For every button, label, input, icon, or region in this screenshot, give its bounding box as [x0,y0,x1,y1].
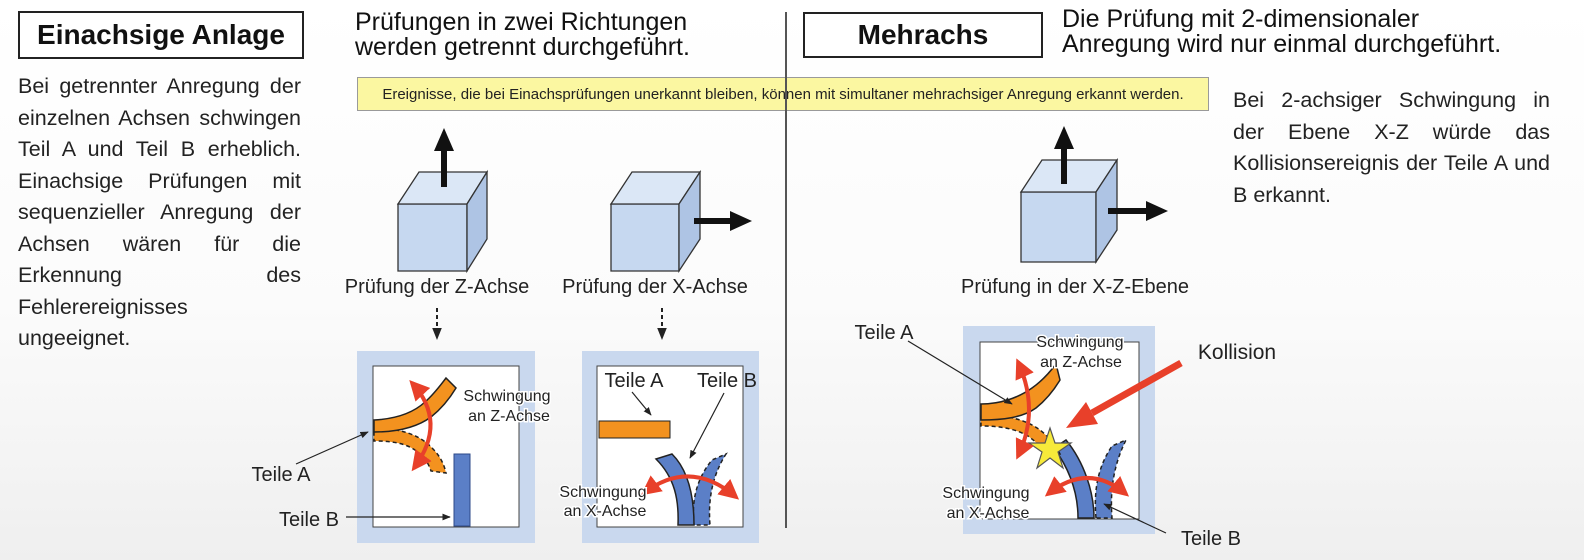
single-axis-heading: Prüfungen in zwei Richtungen werden getr… [355,10,690,60]
xz-panel-x-vibration-label-1: Schwingung [942,485,1029,502]
x-panel-vibration-label-2: an X-Achse [564,503,647,520]
xz-panel-part-a-label: Teile A [855,322,915,344]
z-axis-panel [295,351,535,543]
x-axis-panel [582,351,759,543]
x-panel-part-b-label: Teile B [697,370,757,392]
collision-star-icon [1027,426,1073,470]
multi-axis-heading-line-1: Die Prüfung mit 2-dimensionaler [1062,5,1420,33]
single-axis-heading-line-2: werden getrennt durchgeführt. [355,33,690,61]
z-panel-vibration-label-1: Schwingung [463,388,550,405]
x-test-label: Prüfung der X-Achse [562,276,748,298]
multi-axis-title: Mehrachs [857,19,989,50]
z-panel-part-b-label: Teile B [279,509,339,531]
z-panel-vibration-label-2: an Z-Achse [468,408,550,425]
xz-panel-z-vibration-label-2: an Z-Achse [1040,354,1122,371]
collision-label: Kollision [1198,341,1276,364]
cube-x-axis [609,169,702,274]
multi-axis-heading: Die Prüfung mit 2-dimensionaler Anregung… [1062,7,1501,57]
arrow-up-icon [434,128,454,187]
xz-panel-x-vibration-label-2: an X-Achse [947,505,1030,522]
single-axis-title: Einachsige Anlage [37,19,285,50]
x-panel-vibration-label-1: Schwingung [559,484,646,501]
x-panel-part-a-label: Teile A [605,370,665,392]
xz-panel-part-b-label: Teile B [1181,528,1241,550]
z-panel-part-a-label: Teile A [252,464,312,486]
single-axis-title-box: Einachsige Anlage [18,11,304,59]
arrow-right-icon [694,211,752,231]
multi-axis-heading-line-2: Anregung wird nur einmal durchgeführt. [1062,30,1502,58]
xz-test-label: Prüfung in der X-Z-Ebene [961,276,1189,298]
collision-arrow-icon [1066,359,1183,428]
multi-axis-title-box: Mehrachs [803,12,1043,58]
arrow-up-icon [1054,126,1074,184]
cube-xz-plane [1019,157,1119,265]
z-test-label: Prüfung der Z-Achse [345,276,530,298]
notice-banner: Ereignisse, die bei Einachsprüfungen une… [357,77,1209,111]
xz-plane-panel [907,326,1183,534]
single-axis-heading-line-1: Prüfungen in zwei Richtungen [355,8,688,36]
arrow-right-icon [1108,201,1168,221]
section-divider [785,12,787,528]
cube-z-axis [396,169,489,274]
single-axis-description: Bei getrennter Anregung der einzelnen Ac… [18,74,301,350]
xz-panel-z-vibration-label-1: Schwingung [1036,334,1123,351]
multi-axis-description: Bei 2-achsiger Schwingung in der Ebene X… [1233,88,1550,207]
